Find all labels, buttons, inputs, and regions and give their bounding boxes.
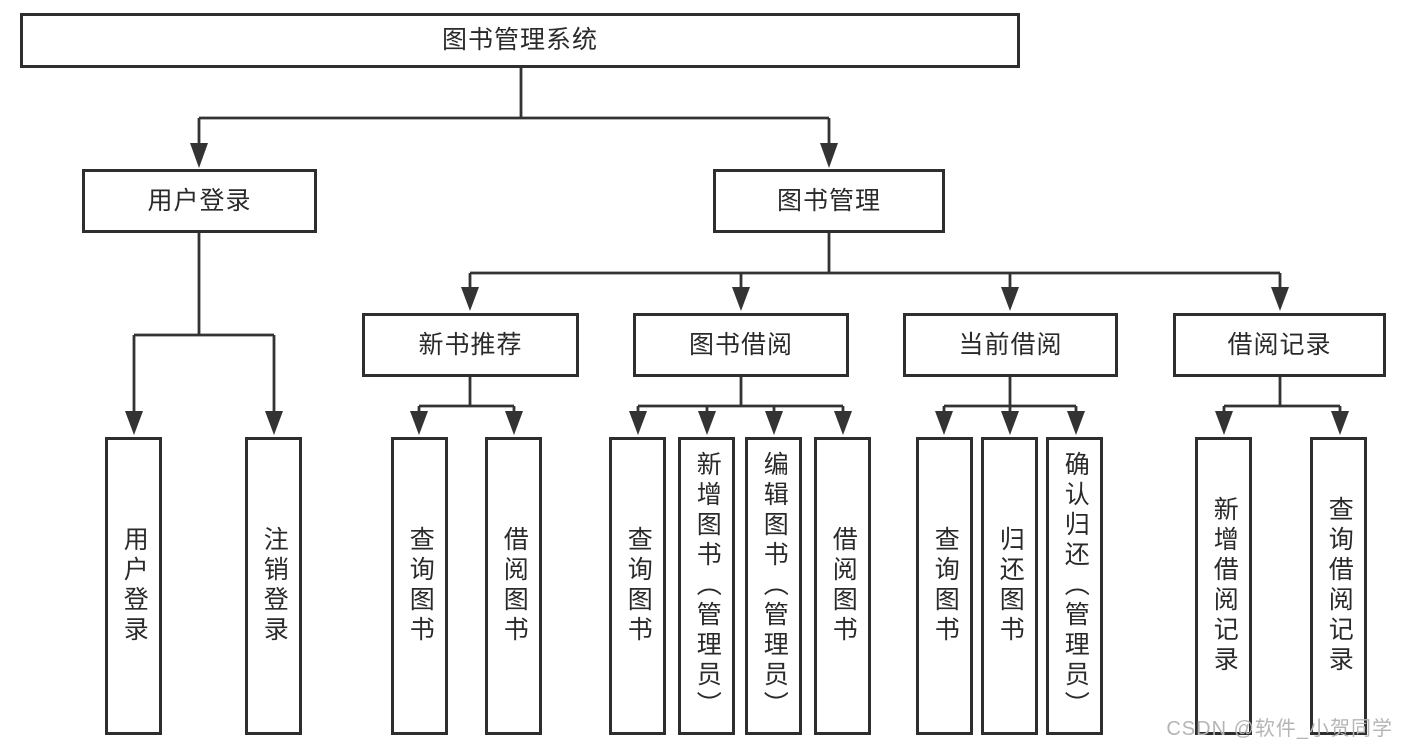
node-borrow-record: 借阅记录	[1173, 313, 1386, 377]
leaf-confirm-return-admin-label: 确认归还（管理员）	[1061, 451, 1090, 721]
leaf-borrow-book: 借阅图书	[814, 437, 871, 735]
arrow-icon	[1331, 411, 1349, 435]
node-current-borrow-label: 当前借阅	[958, 330, 1063, 359]
arrow-icon	[834, 411, 852, 435]
node-new-book-recommend-label: 新书推荐	[418, 330, 523, 359]
arrow-icon	[732, 287, 750, 311]
arrow-icon	[125, 411, 143, 435]
node-borrow-record-label: 借阅记录	[1227, 330, 1332, 359]
leaf-add-book-admin-label: 新增图书（管理员）	[693, 451, 722, 721]
leaf-add-book-admin: 新增图书（管理员）	[678, 437, 735, 735]
leaf-query-book-recommend-label: 查询图书	[406, 526, 435, 646]
csdn-watermark: CSDN @软件_小贺同学	[1166, 718, 1393, 740]
node-user-login-label: 用户登录	[147, 186, 252, 215]
leaf-user-login-label: 用户登录	[120, 526, 149, 646]
leaf-user-login: 用户登录	[105, 437, 162, 735]
leaf-query-book-borrow-label: 查询图书	[624, 526, 653, 646]
leaf-query-book-current-label: 查询图书	[931, 526, 960, 646]
leaf-return-book: 归还图书	[981, 437, 1038, 735]
arrow-icon	[698, 411, 716, 435]
arrow-icon	[461, 287, 479, 311]
node-root: 图书管理系统	[20, 13, 1020, 68]
node-book-borrow-label: 图书借阅	[688, 330, 793, 359]
leaf-add-borrow-record-label: 新增借阅记录	[1210, 496, 1239, 676]
arrow-icon	[410, 411, 428, 435]
arrow-icon	[1067, 411, 1085, 435]
node-book-borrow: 图书借阅	[633, 313, 849, 377]
arrow-icon	[1271, 287, 1289, 311]
arrow-icon	[1001, 287, 1019, 311]
leaf-edit-book-admin: 编辑图书（管理员）	[745, 437, 802, 735]
leaf-add-borrow-record: 新增借阅记录	[1195, 437, 1252, 735]
leaf-query-borrow-record: 查询借阅记录	[1310, 437, 1367, 735]
arrow-icon	[629, 411, 647, 435]
leaf-borrow-book-recommend-label: 借阅图书	[500, 526, 529, 646]
leaf-query-book-recommend: 查询图书	[391, 437, 448, 735]
arrow-icon	[935, 411, 953, 435]
arrow-icon	[1215, 411, 1233, 435]
node-new-book-recommend: 新书推荐	[362, 313, 579, 377]
leaf-query-book-borrow: 查询图书	[609, 437, 666, 735]
leaf-return-book-label: 归还图书	[996, 526, 1025, 646]
arrowheads	[125, 143, 1349, 435]
leaf-borrow-book-label: 借阅图书	[829, 526, 858, 646]
leaf-edit-book-admin-label: 编辑图书（管理员）	[760, 451, 789, 721]
arrow-icon	[190, 143, 208, 168]
leaf-query-book-current: 查询图书	[916, 437, 973, 735]
arrow-icon	[820, 143, 838, 168]
node-user-login: 用户登录	[82, 169, 317, 233]
leaf-logout: 注销登录	[245, 437, 302, 735]
leaf-borrow-book-recommend: 借阅图书	[485, 437, 542, 735]
arrow-icon	[765, 411, 783, 435]
leaf-query-borrow-record-label: 查询借阅记录	[1325, 496, 1354, 676]
leaf-logout-label: 注销登录	[260, 526, 289, 646]
arrow-icon	[505, 411, 523, 435]
node-current-borrow: 当前借阅	[903, 313, 1118, 377]
node-book-management: 图书管理	[713, 169, 945, 233]
leaf-confirm-return-admin: 确认归还（管理员）	[1046, 437, 1103, 735]
arrow-icon	[265, 411, 283, 435]
node-root-label: 图书管理系统	[441, 26, 598, 54]
arrow-icon	[1001, 411, 1019, 435]
node-book-management-label: 图书管理	[776, 186, 881, 215]
